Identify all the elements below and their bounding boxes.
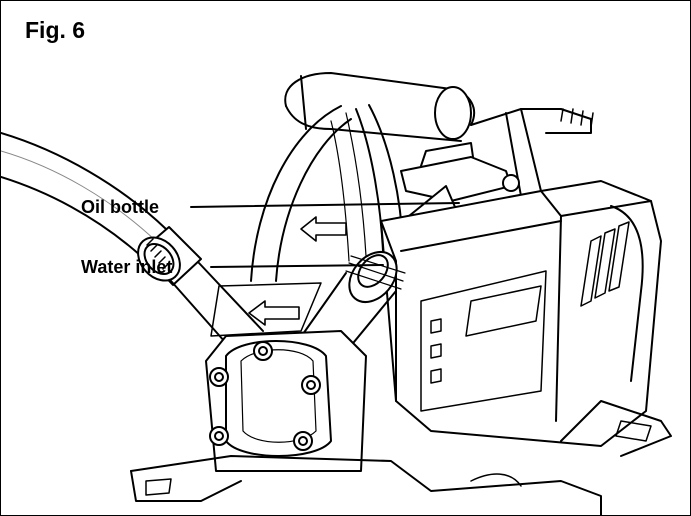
flow-arrow-lower [248, 300, 300, 326]
inlet-plate [210, 282, 322, 337]
water-inlet-label: Water inlet [81, 257, 173, 277]
flow-arrow-upper [300, 216, 347, 242]
figure-title: Fig. 6 [25, 17, 86, 43]
pump-head-bolts [209, 341, 321, 451]
water-inlet-leader-line [210, 264, 384, 268]
front-grille [420, 270, 547, 412]
side-vents [580, 221, 630, 307]
hose-coupling [137, 226, 202, 286]
oil-bottle-label: Oil bottle [81, 197, 159, 217]
oil-bottle-leader-line [190, 202, 460, 208]
pump-head [205, 330, 367, 472]
base-feet [130, 400, 672, 515]
garden-hose [1, 132, 167, 257]
carry-handle [284, 72, 476, 142]
